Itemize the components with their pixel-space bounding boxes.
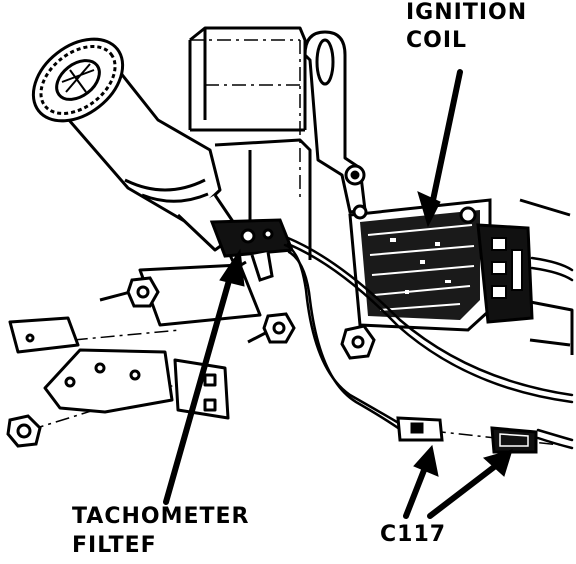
arrow-tachometer-filter (163, 248, 245, 505)
ignition-coil-label: IGNITION (406, 0, 528, 25)
nut-coil-base (340, 324, 376, 360)
oil-filler-tube (31, 37, 242, 252)
arrow-c117-right (427, 449, 513, 519)
bolt-left (99, 276, 160, 308)
tachometer-filter-label: TACHOMETER (72, 504, 250, 529)
leader-arrows (163, 69, 513, 519)
nut-lower-left (6, 414, 42, 448)
connector-c117-label: C117 (380, 522, 447, 547)
bolt-center (247, 312, 296, 344)
tachometer-filter-label-line2: FILTEF (72, 533, 157, 558)
coil-bracket (303, 30, 367, 214)
ignition-coil (348, 198, 534, 332)
mounting-bracket (8, 263, 262, 420)
arrow-c117-left (403, 444, 439, 519)
engine-housing (188, 26, 574, 355)
arrow-ignition-coil (417, 69, 463, 228)
wiring (283, 236, 574, 450)
c117-connector (396, 416, 538, 454)
bolts (6, 276, 376, 448)
ignition-coil-label-line2: COIL (406, 28, 468, 53)
